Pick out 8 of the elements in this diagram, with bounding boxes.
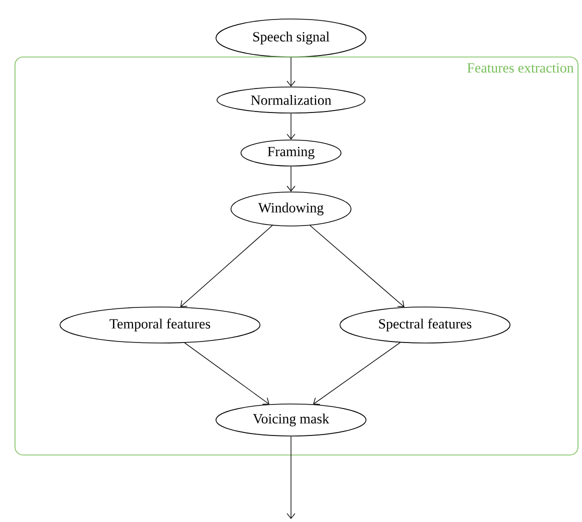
arrow (286, 113, 296, 140)
arrow (313, 342, 401, 405)
arrow (180, 225, 273, 307)
arrow (286, 436, 296, 519)
arrow (286, 166, 296, 192)
arrow (184, 342, 270, 405)
arrow (286, 57, 296, 87)
arrow (310, 225, 404, 308)
